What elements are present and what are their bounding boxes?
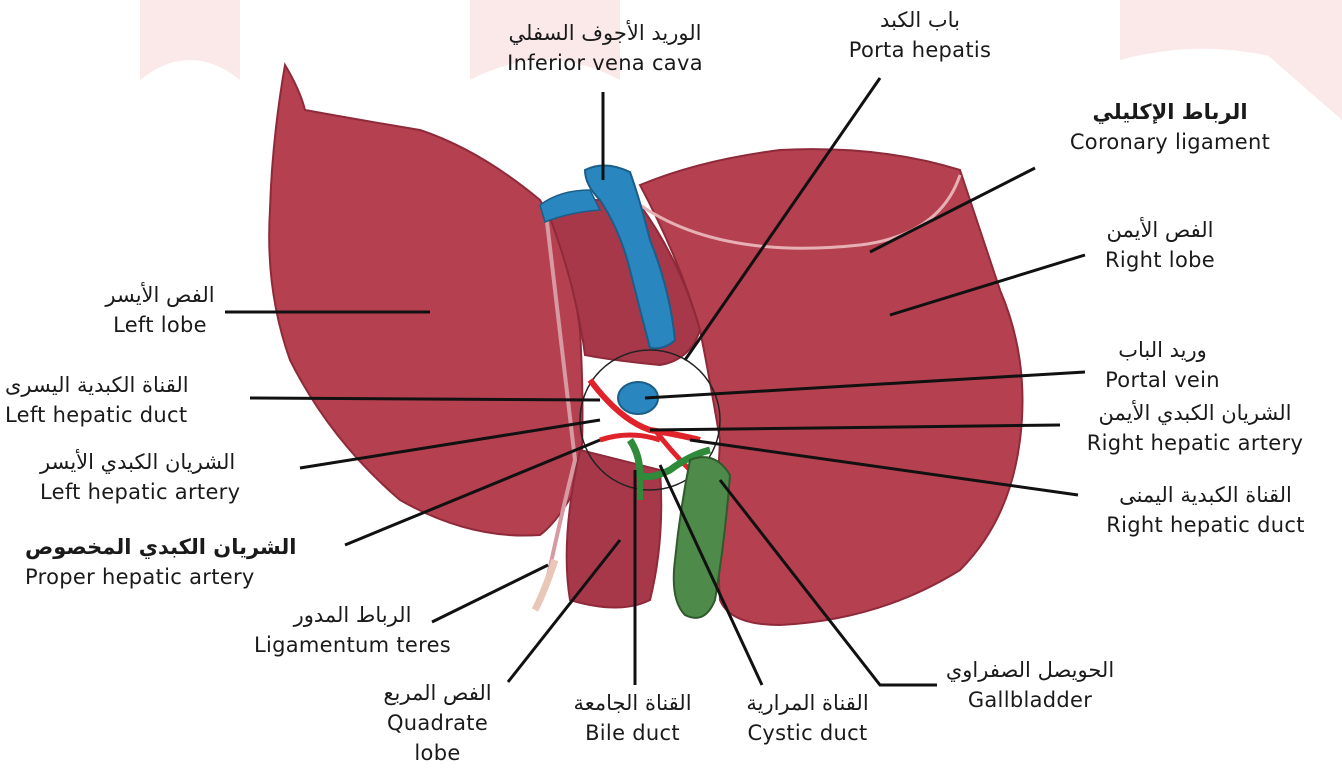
label-bile-duct-ar: القناة الجامعة bbox=[545, 688, 720, 718]
label-right-lobe-en: Right lobe bbox=[1075, 245, 1245, 275]
label-porta: باب الكبد Porta hepatis bbox=[820, 5, 1020, 65]
label-right-hep-artery: الشريان الكبدي الأيمن Right hepatic arte… bbox=[1060, 398, 1330, 458]
label-left-hep-artery-en: Left hepatic artery bbox=[40, 477, 300, 507]
label-bile-duct-en: Bile duct bbox=[545, 718, 720, 748]
label-left-lobe-ar: الفص الأيسر bbox=[80, 280, 240, 310]
label-coronary-en: Coronary ligament bbox=[1040, 127, 1300, 157]
label-quadrate: الفص المربع Quadrate lobe bbox=[360, 678, 515, 768]
label-cystic-duct-ar: القناة المرارية bbox=[720, 688, 895, 718]
label-gallbladder: الحويصل الصفراوي Gallbladder bbox=[935, 655, 1125, 715]
label-portal-vein-ar: وريد الباب bbox=[1080, 335, 1245, 365]
label-right-hep-artery-ar: الشريان الكبدي الأيمن bbox=[1060, 398, 1330, 428]
label-right-lobe-ar: الفص الأيمن bbox=[1075, 215, 1245, 245]
label-right-hep-duct: القناة الكبدية اليمنى Right hepatic duct bbox=[1078, 480, 1333, 540]
label-gallbladder-en: Gallbladder bbox=[935, 685, 1125, 715]
label-gallbladder-ar: الحويصل الصفراوي bbox=[935, 655, 1125, 685]
label-bile-duct: القناة الجامعة Bile duct bbox=[545, 688, 720, 748]
label-left-lobe: الفص الأيسر Left lobe bbox=[80, 280, 240, 340]
label-proper-hep-artery-ar: الشريان الكبدي المخصوص bbox=[25, 532, 345, 562]
label-portal-vein-en: Portal vein bbox=[1080, 365, 1245, 395]
label-left-lobe-en: Left lobe bbox=[80, 310, 240, 340]
label-porta-en: Porta hepatis bbox=[820, 35, 1020, 65]
label-proper-hep-artery-en: Proper hepatic artery bbox=[25, 562, 345, 592]
label-left-hep-duct-en: Left hepatic duct bbox=[5, 400, 265, 430]
label-left-hep-artery-ar: الشريان الكبدي الأيسر bbox=[40, 447, 300, 477]
label-quadrate-en1: Quadrate bbox=[360, 708, 515, 738]
label-left-hep-duct: القناة الكبدية اليسرى Left hepatic duct bbox=[5, 370, 265, 430]
label-lig-teres-ar: الرباط المدور bbox=[230, 600, 475, 630]
label-ivc-ar: الوريد الأجوف السفلي bbox=[470, 18, 740, 48]
label-coronary: الرباط الإكليلي Coronary ligament bbox=[1040, 97, 1300, 157]
label-lig-teres-en: Ligamentum teres bbox=[230, 630, 475, 660]
label-left-hep-duct-ar: القناة الكبدية اليسرى bbox=[5, 370, 265, 400]
label-left-hep-artery: الشريان الكبدي الأيسر Left hepatic arter… bbox=[40, 447, 300, 507]
label-portal-vein: وريد الباب Portal vein bbox=[1080, 335, 1245, 395]
label-cystic-duct-en: Cystic duct bbox=[720, 718, 895, 748]
label-right-hep-artery-en: Right hepatic artery bbox=[1060, 428, 1330, 458]
label-proper-hep-artery: الشريان الكبدي المخصوص Proper hepatic ar… bbox=[25, 532, 345, 592]
label-right-hep-duct-ar: القناة الكبدية اليمنى bbox=[1078, 480, 1333, 510]
label-right-hep-duct-en: Right hepatic duct bbox=[1078, 510, 1333, 540]
label-right-lobe: الفص الأيمن Right lobe bbox=[1075, 215, 1245, 275]
label-ivc: الوريد الأجوف السفلي Inferior vena cava bbox=[470, 18, 740, 78]
label-porta-ar: باب الكبد bbox=[820, 5, 1020, 35]
label-cystic-duct: القناة المرارية Cystic duct bbox=[720, 688, 895, 748]
label-quadrate-ar: الفص المربع bbox=[360, 678, 515, 708]
label-quadrate-en2: lobe bbox=[360, 738, 515, 768]
label-ivc-en: Inferior vena cava bbox=[470, 48, 740, 78]
label-coronary-ar: الرباط الإكليلي bbox=[1040, 97, 1300, 127]
label-lig-teres: الرباط المدور Ligamentum teres bbox=[230, 600, 475, 660]
